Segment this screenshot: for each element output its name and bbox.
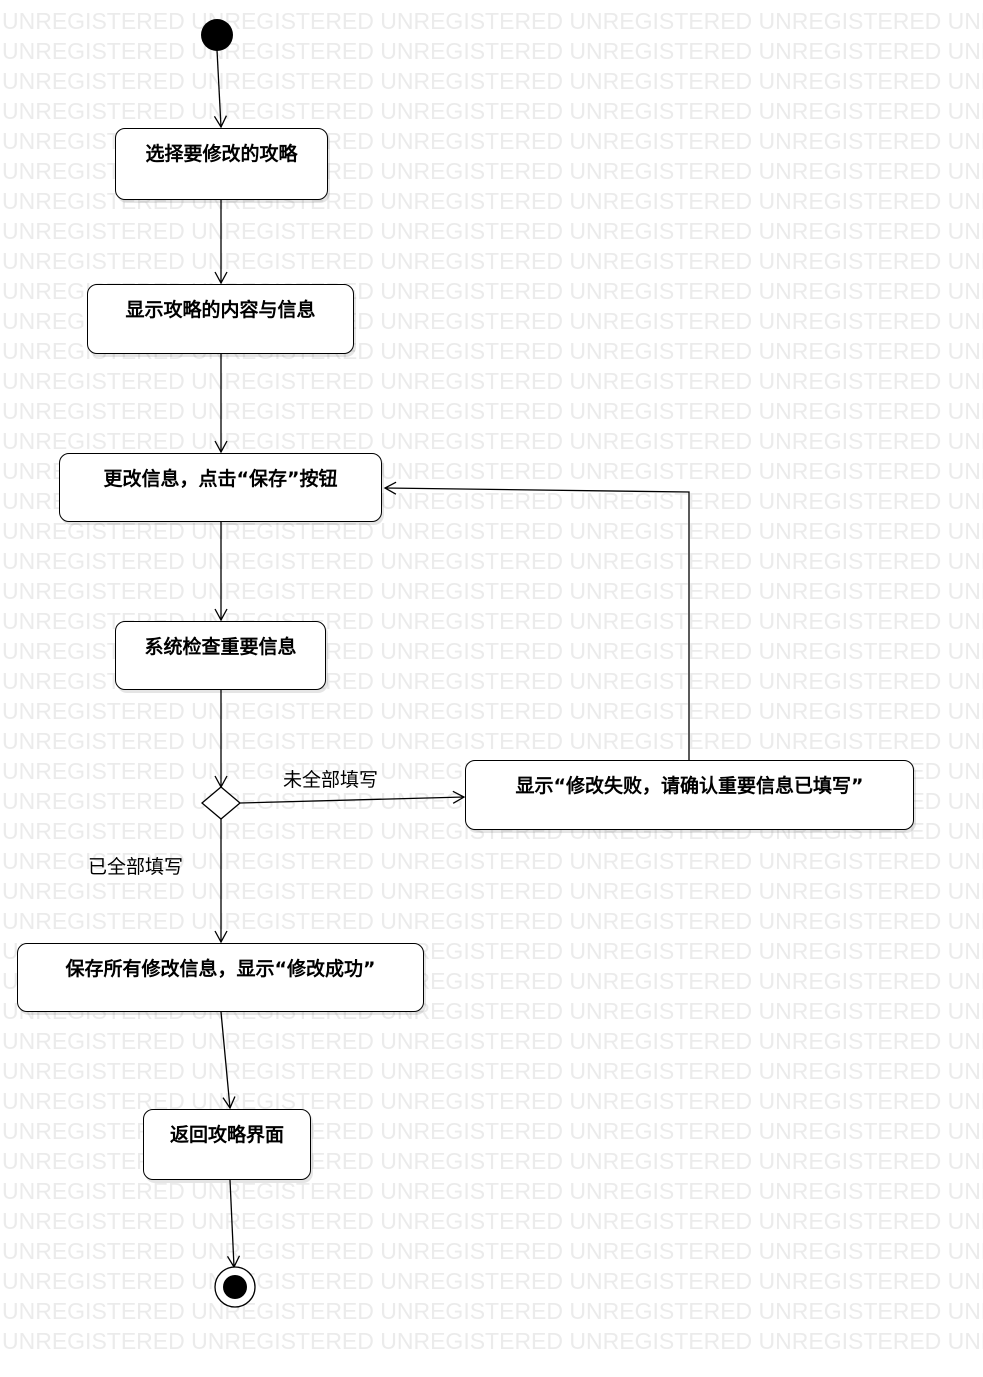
initial-node: [201, 19, 233, 51]
final-node-dot: [223, 1275, 247, 1299]
watermark-row: UNREGISTERED UNREGISTERED UNREGISTERED U…: [2, 1028, 983, 1054]
watermark-row: UNREGISTERED UNREGISTERED UNREGISTERED U…: [2, 98, 983, 124]
action-show-content: 显示攻略的内容与信息: [87, 284, 354, 354]
watermark-row: UNREGISTERED UNREGISTERED UNREGISTERED U…: [2, 578, 983, 604]
action-return-page: 返回攻略界面: [143, 1109, 311, 1180]
watermark-row: UNREGISTERED UNREGISTERED UNREGISTERED U…: [2, 248, 983, 274]
watermark-row: UNREGISTERED UNREGISTERED UNREGISTERED U…: [2, 1328, 983, 1354]
watermark-row: UNREGISTERED UNREGISTERED UNREGISTERED U…: [2, 1208, 983, 1234]
watermark-row: UNREGISTERED UNREGISTERED UNREGISTERED U…: [2, 1178, 983, 1204]
action-select-guide: 选择要修改的攻略: [115, 128, 328, 200]
action-show-content-label: 显示攻略的内容与信息: [125, 299, 316, 321]
action-edit-save: 更改信息，点击“保存”按钮: [59, 453, 382, 522]
edge-save-to-return: [220, 1011, 236, 1110]
guard-not-all-filled: 未全部填写: [283, 769, 379, 791]
watermark-row: UNREGISTERED UNREGISTERED UNREGISTERED U…: [2, 848, 983, 874]
watermark-row: UNREGISTERED UNREGISTERED UNREGISTERED U…: [2, 548, 983, 574]
watermark-row: UNREGISTERED UNREGISTERED UNREGISTERED U…: [2, 728, 983, 754]
action-show-failure-label: 显示“修改失败，请确认重要信息已填写”: [515, 775, 864, 797]
watermark-row: UNREGISTERED UNREGISTERED UNREGISTERED U…: [2, 68, 983, 94]
action-system-check-label: 系统检查重要信息: [144, 636, 297, 658]
edge-failure-loop-back: [383, 481, 690, 760]
action-save-all: 保存所有修改信息，显示“修改成功”: [17, 943, 424, 1012]
action-show-failure: 显示“修改失败，请确认重要信息已填写”: [465, 760, 914, 830]
decision-node: [200, 786, 242, 820]
watermark-row: UNREGISTERED UNREGISTERED UNREGISTERED U…: [2, 1238, 983, 1264]
watermark-row: UNREGISTERED UNREGISTERED UNREGISTERED U…: [2, 908, 983, 934]
watermark-row: UNREGISTERED UNREGISTERED UNREGISTERED U…: [2, 878, 983, 904]
watermark-row: UNREGISTERED UNREGISTERED UNREGISTERED U…: [2, 218, 983, 244]
edge-decision-to-failure: [239, 790, 466, 804]
action-select-guide-label: 选择要修改的攻略: [145, 143, 298, 165]
watermark-row: UNREGISTERED UNREGISTERED UNREGISTERED U…: [2, 368, 983, 394]
edge-return-to-end: [226, 1179, 241, 1269]
action-save-all-label: 保存所有修改信息，显示“修改成功”: [65, 958, 376, 980]
guard-all-filled: 已全部填写: [88, 856, 184, 878]
watermark-row: UNREGISTERED UNREGISTERED UNREGISTERED U…: [2, 1298, 983, 1324]
watermark-row: UNREGISTERED UNREGISTERED UNREGISTERED U…: [2, 518, 983, 544]
action-system-check: 系统检查重要信息: [115, 621, 326, 690]
watermark-row: UNREGISTERED UNREGISTERED UNREGISTERED U…: [2, 38, 983, 64]
watermark-row: UNREGISTERED UNREGISTERED UNREGISTERED U…: [2, 1058, 983, 1084]
watermark-row: UNREGISTERED UNREGISTERED UNREGISTERED U…: [2, 398, 983, 424]
watermark-row: UNREGISTERED UNREGISTERED UNREGISTERED U…: [2, 428, 983, 454]
action-edit-save-label: 更改信息，点击“保存”按钮: [103, 468, 338, 490]
watermark-row: UNREGISTERED UNREGISTERED UNREGISTERED U…: [2, 698, 983, 724]
edge-start-to-select: [213, 49, 228, 129]
watermark-row: UNREGISTERED UNREGISTERED UNREGISTERED U…: [2, 8, 983, 34]
watermark-row: UNREGISTERED UNREGISTERED UNREGISTERED U…: [2, 1268, 983, 1294]
action-return-page-label: 返回攻略界面: [169, 1124, 284, 1146]
